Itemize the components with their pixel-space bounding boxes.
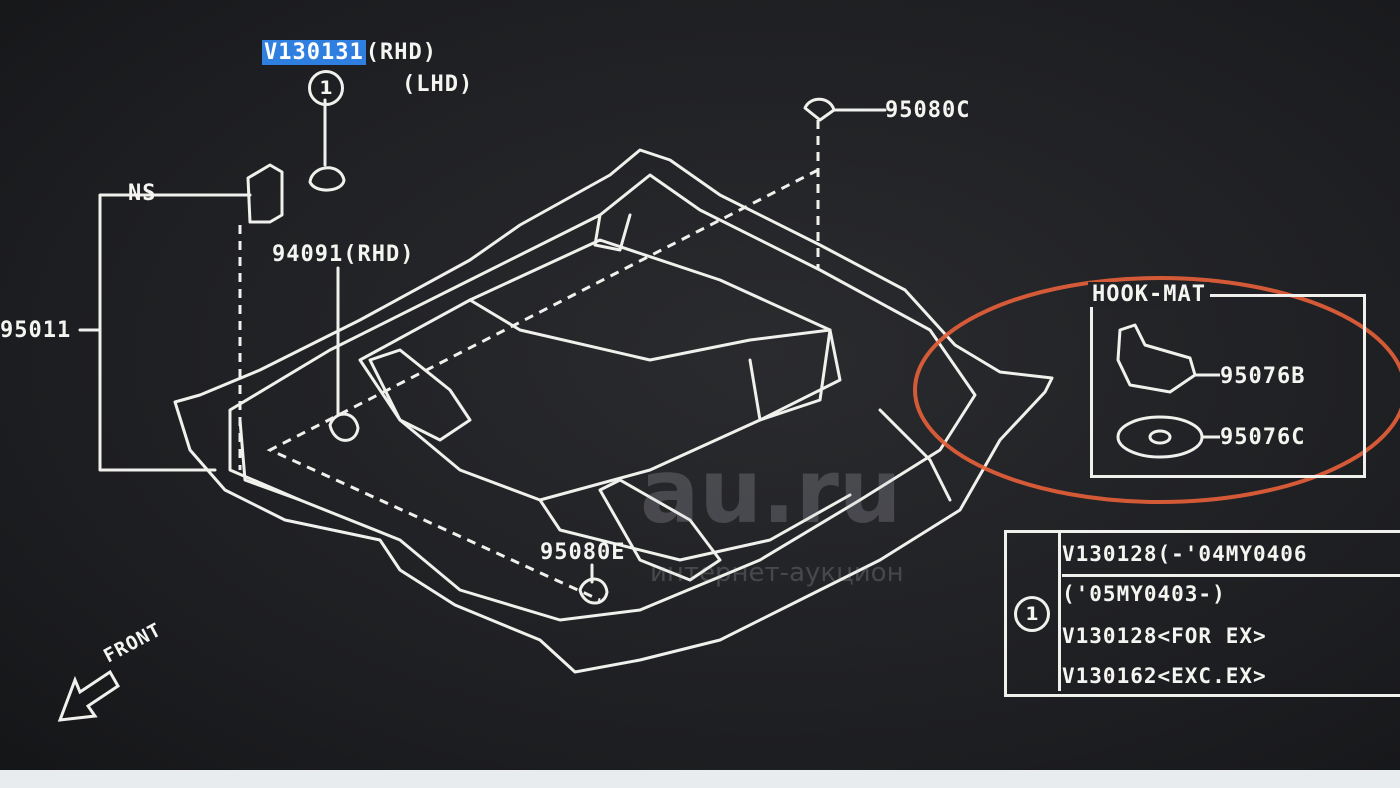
- hook-mat-box: [1090, 294, 1366, 478]
- clip-94091: [328, 412, 360, 442]
- lhd-note: (LHD): [402, 72, 474, 97]
- label-ns: NS: [128, 181, 157, 206]
- dashed-mount-3: [266, 168, 819, 602]
- seat-mount-right: [598, 478, 722, 582]
- seat-mount-left: [368, 348, 472, 442]
- part-number-rhd: V130131(RHD): [262, 40, 437, 65]
- annotation-ring: [913, 276, 1400, 504]
- note-row-3: V130128<FOR EX>: [1062, 624, 1267, 648]
- bracket-ns: [246, 163, 284, 224]
- clip-95080e: [578, 577, 609, 605]
- front-arrow-icon: [57, 669, 120, 722]
- tunnel-side: [538, 493, 852, 562]
- ref-circle-1: 1: [308, 70, 344, 106]
- label-95011: 95011: [0, 318, 72, 343]
- label-95080e: 95080E: [540, 540, 626, 565]
- watermark-logo: au.ru: [640, 440, 902, 543]
- note-row-separator: [1062, 574, 1400, 577]
- tunnel-top: [468, 298, 832, 362]
- label-95080c: 95080C: [885, 98, 971, 123]
- floor-mat-outline: [173, 148, 1054, 674]
- grommet-95076c-hole: [1148, 429, 1172, 445]
- note-table-divider: [1058, 533, 1061, 691]
- note-row-4: V130162<EXC.EX>: [1062, 664, 1267, 688]
- leader-95011: [78, 193, 252, 472]
- highlighted-part-number: V130131: [262, 40, 366, 65]
- note-row-1: V130128(-'04MY0406: [1062, 542, 1308, 566]
- clip-95080c: [803, 97, 836, 122]
- note-row-2: ('05MY0403-): [1062, 582, 1226, 606]
- front-lip: [593, 213, 632, 252]
- note-ref-circle-1: 1: [1014, 596, 1050, 632]
- hook-mat-title: HOOK-MAT: [1088, 282, 1210, 307]
- rear-step: [748, 328, 832, 422]
- watermark-caption: интернет-аукцион: [650, 558, 904, 588]
- label-95076c: 95076C: [1220, 425, 1306, 450]
- label-94091: 94091(RHD): [272, 242, 415, 267]
- note-table: [1004, 530, 1400, 697]
- tunnel-ridge: [358, 238, 842, 502]
- label-95076b: 95076B: [1220, 364, 1306, 389]
- clip-top: [308, 166, 346, 192]
- footwell-right: [878, 408, 952, 502]
- footwell-left: [238, 418, 302, 502]
